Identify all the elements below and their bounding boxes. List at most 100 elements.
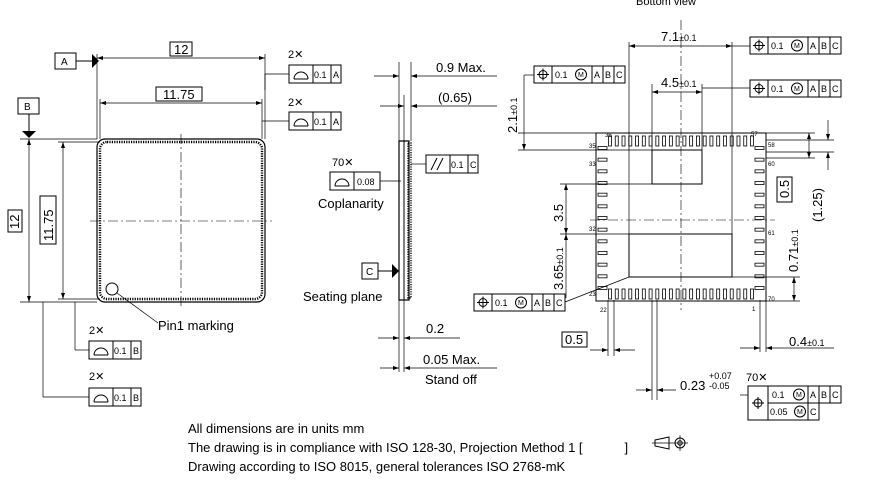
- position-fcf-1: 0.1 M A B C: [749, 36, 842, 55]
- count-2x-top2: 2✕: [288, 97, 303, 109]
- pad: [641, 135, 646, 147]
- fcf-4-tol: 0.1: [495, 298, 508, 308]
- fcf-2-mmc: M: [794, 86, 800, 93]
- pad: [597, 192, 608, 197]
- profile-datum-4: B: [133, 393, 139, 403]
- pad: [743, 135, 748, 147]
- pin-60: 60: [768, 162, 775, 168]
- pads-bottom-row: [608, 288, 754, 300]
- pad: [635, 135, 639, 147]
- pad: [614, 288, 619, 300]
- dim-1.25: (1.25): [810, 188, 825, 222]
- position-fcf-composite: 0.1 M A B C 0.05 M C: [747, 385, 842, 421]
- fcf-5-c: C: [832, 390, 839, 400]
- pad: [754, 146, 765, 150]
- parallelism-callout: 0.1 C: [425, 154, 479, 174]
- position-fcf-2: 0.1 M A B C: [749, 79, 842, 98]
- pad: [754, 239, 765, 244]
- pad: [682, 135, 687, 147]
- dim-0.23-minus: -0.05: [709, 381, 730, 391]
- pin-70: 70: [768, 297, 775, 303]
- pad: [754, 192, 765, 197]
- profile-callout-1: 0.1 A: [288, 64, 342, 84]
- pad: [750, 135, 754, 147]
- datum-b-label: B: [24, 102, 31, 113]
- pad: [675, 288, 680, 300]
- pad: [754, 157, 765, 162]
- fcf-2-c: C: [832, 84, 839, 94]
- pad: [754, 181, 765, 185]
- dim-height-inner: 11.75: [41, 209, 56, 241]
- fcf-4-b: B: [545, 298, 551, 308]
- profile-callout-2: 0.1 A: [288, 111, 342, 131]
- pad: [723, 135, 727, 147]
- pad: [743, 288, 748, 300]
- projection-method-symbol: [652, 435, 688, 451]
- dim-3.5: 3.5: [551, 204, 566, 222]
- position-fcf-4: 0.1 M A B C: [473, 293, 566, 312]
- pad: [614, 135, 619, 147]
- pad: [597, 169, 608, 174]
- fcf-1-b: B: [821, 41, 827, 51]
- profile-datum-2: A: [333, 117, 339, 127]
- pad: [668, 288, 673, 300]
- dim-0.4: 0.4±0.1: [789, 334, 825, 349]
- fcf-6-tol: 0.05: [770, 407, 788, 417]
- dim-width-inner-box: [155, 86, 203, 102]
- pin-58: 58: [768, 143, 775, 149]
- pin-22: 22: [600, 308, 607, 314]
- dim-0.5-bottom: 0.5: [565, 332, 583, 347]
- pad: [736, 288, 741, 300]
- bottom-view-title: Bottom view: [636, 0, 696, 8]
- pad: [750, 288, 754, 300]
- pads-right-column: [754, 146, 765, 290]
- pad: [702, 135, 707, 147]
- seating-plane-label: Seating plane: [303, 289, 383, 304]
- fcf-2-tol: 0.1: [771, 84, 784, 94]
- pin1-marking-label: Pin1 marking: [158, 318, 234, 333]
- profile-datum-1: A: [333, 70, 339, 80]
- pin-35: 35: [589, 144, 596, 150]
- dim-0.05-max: 0.05 Max.: [423, 352, 480, 367]
- fcf-3-mmc: M: [578, 72, 584, 79]
- pad: [648, 288, 653, 300]
- fcf-3-b: B: [605, 70, 611, 80]
- fcf-2-a: A: [810, 84, 816, 94]
- pad: [709, 288, 714, 300]
- pin-23: 23: [589, 292, 596, 298]
- pad: [608, 288, 612, 300]
- side-view: 0.9 Max. (0.65) 70✕ 0.08 Coplanarity 0.1…: [303, 60, 497, 387]
- pad: [635, 288, 639, 300]
- pad: [597, 204, 608, 209]
- pin-33: 33: [589, 162, 596, 168]
- pad: [754, 262, 765, 267]
- pad: [597, 157, 608, 162]
- pad: [723, 288, 727, 300]
- upper-exposed-pad: [651, 149, 703, 185]
- datum-a-label: A: [61, 57, 68, 68]
- pad: [641, 288, 646, 300]
- note-tolerances: Drawing according to ISO 8015, general t…: [188, 459, 566, 474]
- profile-tol-3: 0.1: [114, 346, 127, 356]
- pads-left-column: [597, 146, 608, 290]
- dim-4.5: 4.5±0.1: [661, 75, 697, 90]
- dim-0.71: 0.71±0.1: [786, 229, 801, 272]
- profile-callout-3: 0.1 B: [88, 340, 142, 360]
- standoff-label: Stand off: [425, 372, 477, 387]
- dim-height-outer-box: [7, 209, 23, 233]
- dim-height-outer: 12: [7, 215, 22, 229]
- pad: [754, 204, 765, 209]
- profile-tol-2: 0.1: [314, 117, 327, 127]
- fcf-2-b: B: [821, 84, 827, 94]
- profile-tol-1: 0.1: [314, 70, 327, 80]
- pin-57: 57: [751, 132, 758, 138]
- pad: [621, 288, 626, 300]
- dim-0.23: 0.23: [680, 378, 705, 393]
- pad: [754, 286, 765, 290]
- pad: [682, 288, 687, 300]
- count-70x-fcf: 70✕: [746, 372, 767, 384]
- pad: [628, 288, 633, 300]
- count-70x-coplanarity: 70✕: [332, 157, 353, 169]
- pad: [689, 135, 694, 147]
- pad: [597, 146, 608, 150]
